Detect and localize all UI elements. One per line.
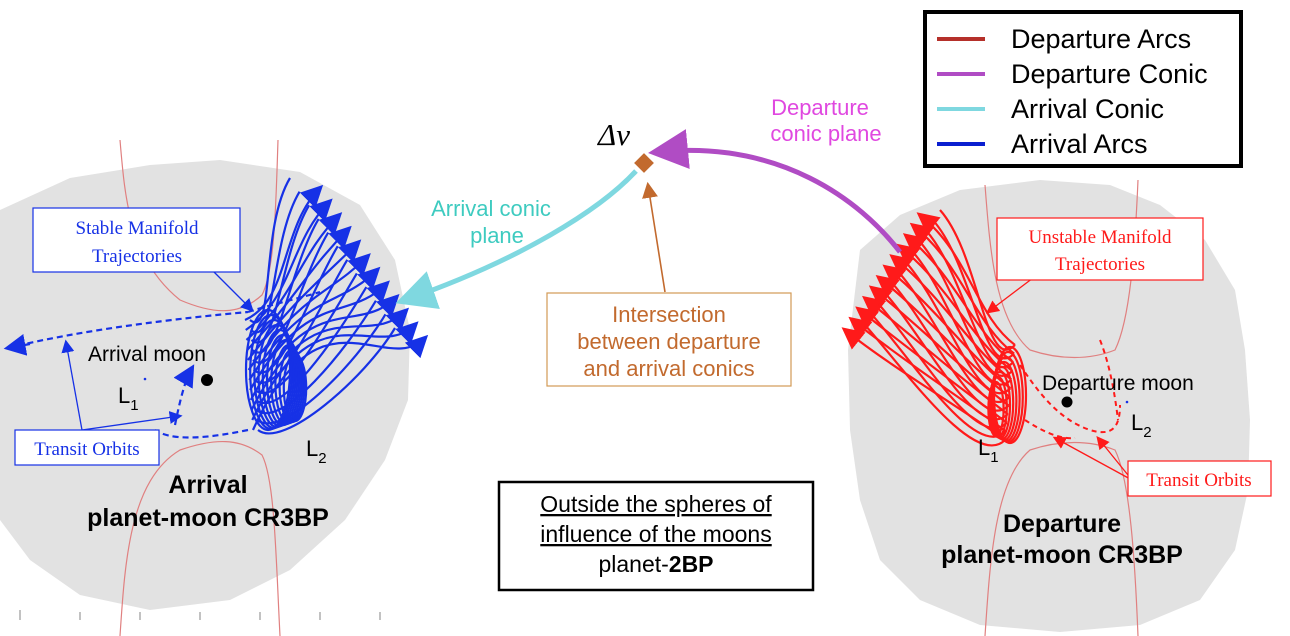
arrival-conic-plane-line-2: plane bbox=[470, 223, 524, 248]
departure-system-title-1: Departure bbox=[1003, 510, 1121, 538]
legend-label-arrival-arcs: Arrival Arcs bbox=[1011, 128, 1148, 159]
departure-system-title-2: planet-moon CR3BP bbox=[941, 541, 1183, 569]
arrival-moon-label: Arrival moon bbox=[88, 343, 206, 366]
arrival-arc-return bbox=[250, 191, 301, 334]
departure-arc bbox=[916, 212, 1016, 346]
arrival-arc-return bbox=[257, 327, 396, 435]
arrival-arc bbox=[244, 184, 324, 322]
legend: Departure Arcs Departure Conic Arrival C… bbox=[923, 10, 1243, 168]
arrival-arc bbox=[245, 198, 333, 331]
arrival-orbit-loop bbox=[265, 333, 301, 427]
transit-left-label: Transit Orbits bbox=[34, 439, 139, 460]
departure-moon-label: Departure moon bbox=[1042, 372, 1194, 395]
departure-l1-label: L1 bbox=[978, 435, 999, 466]
legend-swatch-arrival-arcs bbox=[937, 142, 985, 146]
arrival-orbit-loop bbox=[278, 348, 306, 424]
arrival-l1-label: L1 bbox=[118, 383, 139, 414]
arrival-orbit-loop bbox=[244, 308, 292, 432]
transit-right-arrow-2 bbox=[1096, 435, 1133, 481]
delta-v-label: Δv bbox=[596, 117, 630, 152]
transit-right-label: Transit Orbits bbox=[1146, 470, 1251, 491]
outside-box bbox=[497, 480, 815, 592]
unstable-manifold-line-1: Unstable Manifold bbox=[1028, 227, 1172, 248]
legend-swatch-departure-conic bbox=[937, 72, 985, 76]
outside-line-2: influence of the moons bbox=[540, 521, 771, 547]
transit-right-box bbox=[1127, 460, 1272, 497]
legend-label-arrival-conic: Arrival Conic bbox=[1011, 93, 1165, 124]
intersection-line-1: Intersection bbox=[612, 302, 726, 327]
departure-arc-return bbox=[911, 251, 1013, 386]
legend-item-arrival-arcs: Arrival Arcs bbox=[937, 129, 1148, 159]
arrival-arc bbox=[249, 280, 390, 391]
arrival-conic-arc bbox=[395, 169, 638, 310]
arrival-orbit-loop bbox=[282, 353, 308, 423]
departure-region bbox=[848, 180, 1250, 632]
arrival-orbit-loop bbox=[261, 328, 299, 428]
legend-item-departure-conic: Departure Conic bbox=[937, 59, 1208, 89]
departure-l2-dot bbox=[1125, 400, 1129, 404]
arrival-orbit-loop bbox=[257, 323, 297, 429]
legend-swatch-arrival-conic bbox=[937, 107, 985, 111]
unstable-manifold-box bbox=[996, 217, 1204, 281]
transit-left-arrow-1 bbox=[61, 339, 83, 431]
arrival-orbit-loop bbox=[253, 318, 295, 430]
transit-right-arrow-1 bbox=[1052, 436, 1133, 481]
arrival-l2-label: L2 bbox=[306, 436, 327, 467]
delta-v-marker bbox=[634, 153, 654, 173]
intersection-arrow bbox=[642, 181, 666, 293]
departure-arc bbox=[909, 222, 1015, 355]
arrival-arc bbox=[248, 266, 381, 381]
arrival-arc bbox=[245, 212, 343, 341]
unstable-manifold-arrow bbox=[985, 277, 1034, 314]
arrival-arc bbox=[246, 225, 352, 351]
arrival-arc-return bbox=[256, 313, 387, 425]
outside-line-3: planet-2BP bbox=[598, 551, 713, 577]
departure-arc-return bbox=[870, 313, 1007, 438]
legend-item-arrival-conic: Arrival Conic bbox=[937, 94, 1164, 124]
departure-moon-dot bbox=[1061, 396, 1073, 408]
arrival-arc bbox=[251, 321, 419, 421]
departure-manifold-arcs bbox=[841, 209, 1028, 447]
departure-l2-label: L2 bbox=[1131, 410, 1152, 441]
arrival-orbit-loop bbox=[270, 338, 302, 426]
arrival-orbit-loop bbox=[274, 343, 304, 425]
intersection-box bbox=[546, 292, 792, 387]
intersection-line-3: and arrival conics bbox=[583, 356, 754, 381]
stable-manifold-line-1: Stable Manifold bbox=[76, 218, 199, 239]
transit-left-box bbox=[14, 429, 160, 466]
departure-transit-orbits bbox=[1019, 339, 1121, 440]
arrival-orbit-loop bbox=[249, 313, 293, 431]
departure-arc-return bbox=[864, 324, 1006, 447]
departure-orbit-loop bbox=[987, 380, 1005, 438]
departure-conic-plane-line-1: Departure bbox=[771, 95, 869, 120]
unstable-manifold-line-2: Trajectories bbox=[1055, 254, 1145, 275]
arrival-l1-dot bbox=[143, 377, 147, 381]
arrival-manifold-arcs bbox=[244, 177, 429, 435]
outside-line-1: Outside the spheres of bbox=[540, 491, 772, 517]
arrival-system-title-2: planet-moon CR3BP bbox=[87, 504, 329, 532]
stable-manifold-line-2: Trajectories bbox=[92, 246, 182, 267]
intersection-line-2: between departure bbox=[577, 329, 760, 354]
legend-item-departure-arcs: Departure Arcs bbox=[937, 24, 1191, 54]
stable-manifold-box bbox=[32, 207, 241, 273]
arrival-arc bbox=[250, 307, 410, 411]
legend-swatch-departure-arcs bbox=[937, 37, 985, 41]
stable-manifold-arrow bbox=[211, 269, 254, 312]
legend-label-departure-arcs: Departure Arcs bbox=[1011, 23, 1192, 54]
arrival-moon-dot bbox=[201, 374, 213, 386]
arrival-transit-orbits bbox=[7, 290, 321, 439]
departure-conic-arc bbox=[648, 129, 902, 254]
arrival-conic-plane-line-1: Arrival conic bbox=[431, 196, 551, 221]
arrival-transit-arrow-start bbox=[3, 334, 31, 356]
departure-conic-plane-line-2: conic plane bbox=[770, 121, 881, 146]
arrival-system-title-1: Arrival bbox=[168, 471, 247, 499]
departure-arc bbox=[841, 327, 1006, 441]
transit-left-arrow-2 bbox=[81, 411, 183, 431]
arrival-arc-return bbox=[250, 204, 311, 344]
departure-arc-return bbox=[918, 240, 1014, 377]
legend-label-departure-conic: Departure Conic bbox=[1011, 58, 1208, 89]
